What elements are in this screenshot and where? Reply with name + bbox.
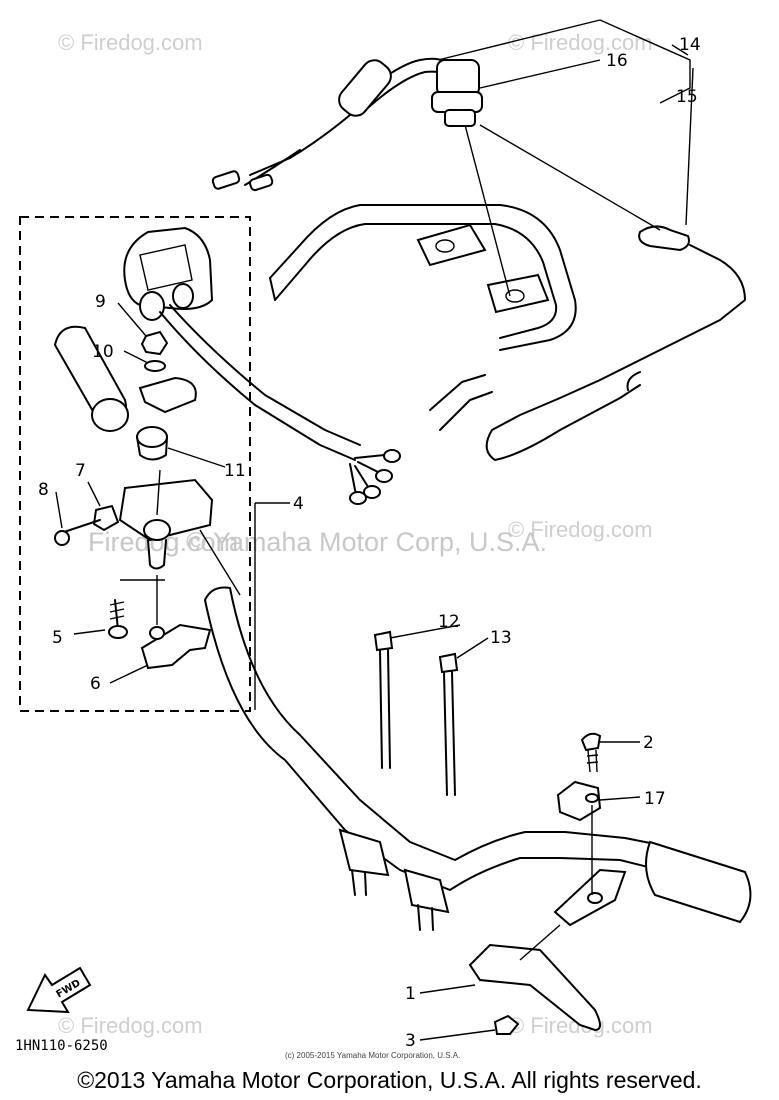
leader-lines	[55, 19, 694, 1041]
watermark-top-right: © Firedog.com	[508, 30, 653, 55]
small-copyright: (c) 2005-2015 Yamaha Motor Corporation, …	[285, 1051, 460, 1060]
callout-12: 12	[438, 612, 460, 632]
callout-7: 7	[75, 461, 86, 481]
cable-ties	[373, 630, 459, 796]
fwd-arrow: FWD	[26, 966, 92, 1014]
diagram-reference: 1HN110-6250	[15, 1038, 108, 1054]
callout-9: 9	[95, 292, 106, 312]
callout-8: 8	[38, 480, 49, 500]
screw-and-lever	[108, 575, 212, 670]
handlebar	[204, 586, 752, 931]
callout-10: 10	[92, 342, 114, 362]
callout-5: 5	[52, 628, 63, 648]
watermark-bottom-left: © Firedog.com	[58, 1013, 203, 1038]
callout-14: 14	[679, 35, 701, 55]
assembly-box	[19, 216, 251, 712]
switch-and-harness	[123, 226, 401, 505]
callout-11: 11	[224, 461, 246, 481]
callout-3: 3	[405, 1031, 416, 1051]
watermark-center: © Yamaha Motor Corp, U.S.A.	[186, 527, 547, 557]
callout-16: 16	[606, 51, 628, 71]
callout-13: 13	[490, 628, 512, 648]
throttle-housing	[54, 469, 214, 570]
lanyard-cord	[485, 225, 746, 461]
brake-lever-parts	[468, 732, 602, 1035]
frame-bracket	[269, 204, 577, 431]
callout-15: 15	[676, 87, 698, 107]
callout-6: 6	[90, 674, 101, 694]
callout-1: 1	[405, 984, 416, 1004]
parts-diagram: © Firedog.com © Firedog.com © Firedog.co…	[15, 19, 752, 1060]
watermark-mid-right: © Firedog.com	[508, 517, 653, 542]
copyright-footer: ©2013 Yamaha Motor Corporation, U.S.A. A…	[77, 1067, 702, 1093]
kill-switch-lanyard	[211, 57, 483, 192]
left-grip	[53, 325, 129, 432]
callout-17: 17	[644, 789, 666, 809]
nut-washer-bushing	[136, 330, 197, 461]
callout-2: 2	[643, 733, 654, 753]
callout-4: 4	[293, 494, 304, 514]
watermark-top-left: © Firedog.com	[58, 30, 203, 55]
